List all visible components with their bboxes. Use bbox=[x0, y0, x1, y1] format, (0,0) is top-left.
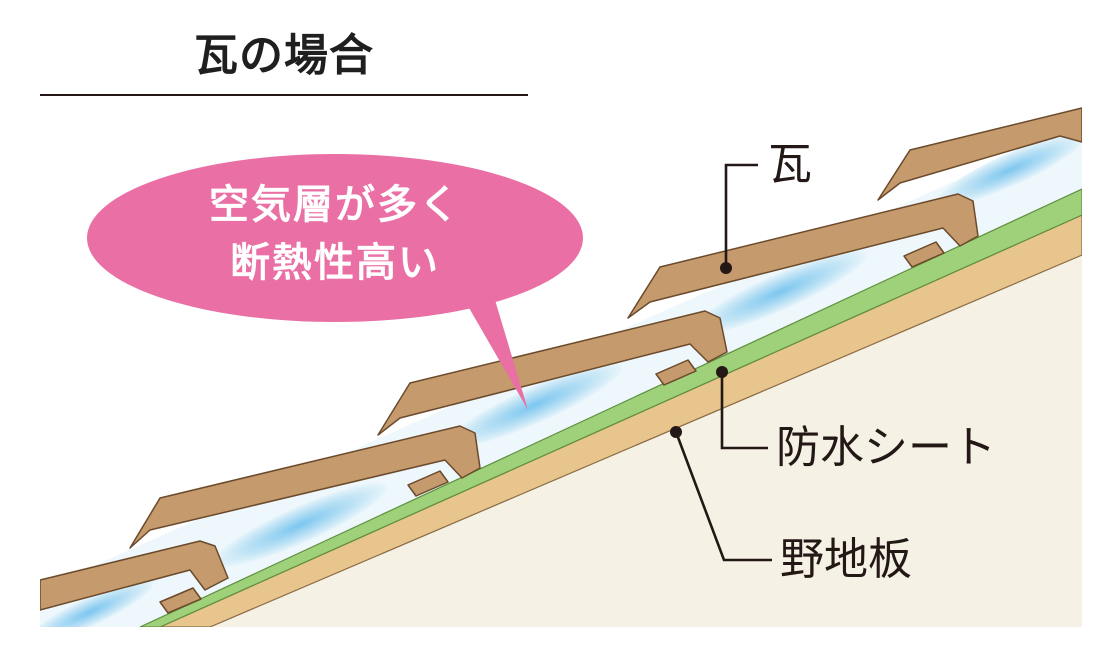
label-sheathing-board: 野地板 bbox=[780, 534, 912, 585]
callout-line-2: 断熱性高い bbox=[230, 240, 440, 286]
tile bbox=[129, 425, 481, 549]
tile bbox=[877, 107, 1082, 201]
tile-batten bbox=[903, 241, 945, 268]
label-tile: 瓦 bbox=[768, 139, 812, 190]
leader-dots bbox=[670, 262, 732, 438]
callout-line-1: 空気層が多く bbox=[209, 182, 461, 228]
tile bbox=[40, 540, 229, 611]
callout-bubble bbox=[87, 154, 583, 410]
air-pockets bbox=[40, 134, 1082, 627]
label-waterproof-sheet: 防水シート bbox=[776, 422, 996, 473]
title-underline bbox=[40, 94, 528, 96]
tile-leader bbox=[724, 163, 758, 268]
sheathing-board-leader bbox=[674, 431, 772, 562]
tile bbox=[627, 193, 979, 319]
callout-text: 空気層が多く 断熱性高い bbox=[145, 176, 525, 292]
tile-batten bbox=[655, 359, 697, 386]
tile-batten bbox=[159, 587, 202, 614]
tile-batten bbox=[407, 470, 449, 497]
waterproof-sheet bbox=[139, 188, 1082, 627]
page-title: 瓦の場合 bbox=[194, 30, 374, 81]
roof-tiles bbox=[40, 107, 1082, 614]
leader-lines bbox=[674, 163, 772, 562]
waterproof-sheet-leader bbox=[720, 372, 768, 450]
